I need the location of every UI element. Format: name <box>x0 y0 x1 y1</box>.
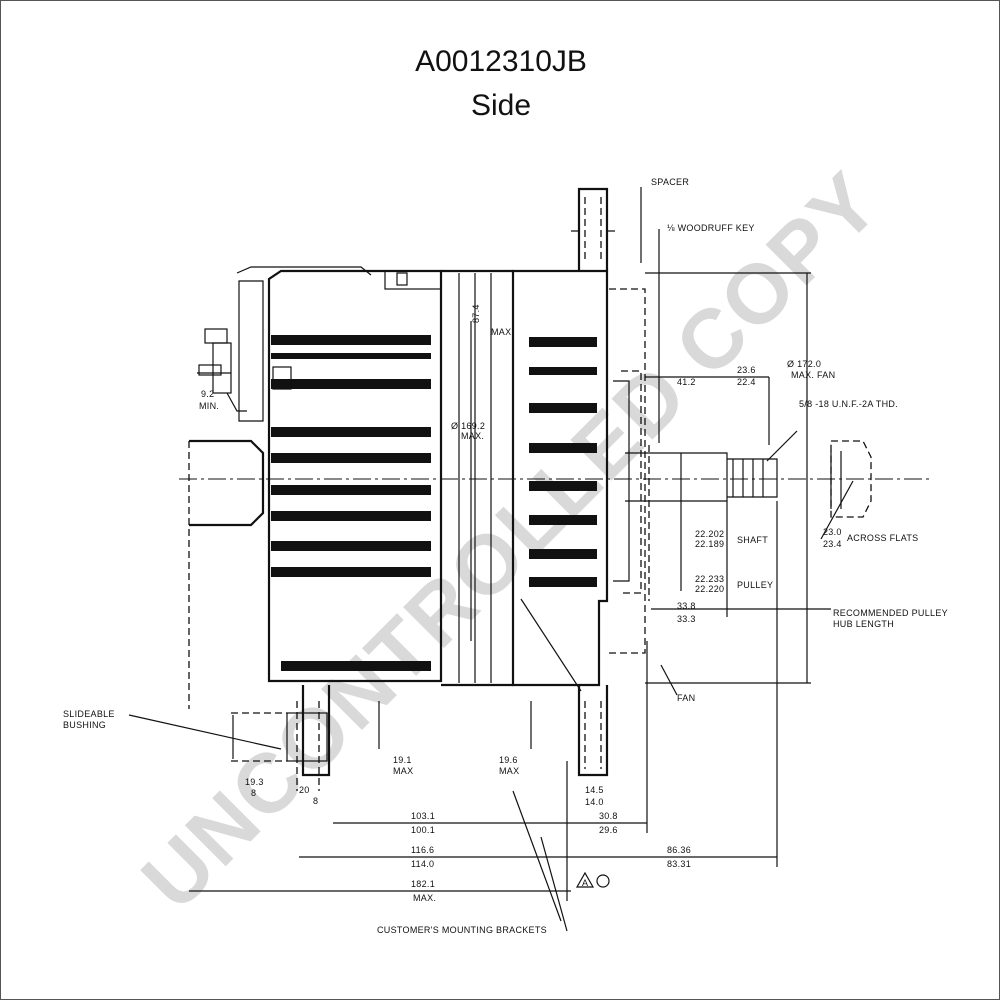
flats-high: 23.0 <box>823 527 842 537</box>
dim-19-1: 19.1 <box>393 755 412 765</box>
dim-182-1-max: MAX. <box>413 893 436 903</box>
bottom-mounting-ear <box>577 685 609 777</box>
dim-41-2: 41.2 <box>677 377 696 387</box>
dim-19-1-max: MAX <box>393 766 413 776</box>
shaft-word: SHAFT <box>737 535 768 545</box>
dim-103-1: 103.1 <box>411 811 435 821</box>
pulley-dia-high: 22.233 <box>695 574 724 584</box>
hub-length-high: 33.8 <box>677 601 696 611</box>
fan-diameter-label: Ø 172.0 <box>787 359 821 369</box>
fan-outline <box>609 288 646 654</box>
revision-letter: A <box>582 878 588 888</box>
dim-23-6: 23.6 <box>737 365 756 375</box>
rear-mounting-foot <box>231 685 331 791</box>
uncontrolled-copy-watermark: UNCONTROLLED COPY <box>124 154 898 928</box>
fan-diameter-max: MAX. FAN <box>791 370 835 380</box>
dim-83-31: 83.31 <box>667 859 691 869</box>
height-max-word: MAX <box>491 327 511 337</box>
dim-114-0: 114.0 <box>411 859 434 869</box>
top-mounting-ear <box>571 187 615 271</box>
mounting-brackets-label: CUSTOMER'S MOUNTING BRACKETS <box>377 925 547 935</box>
terminal-min-value: 9.2 <box>201 389 214 399</box>
dim-14-5: 14.5 <box>585 785 604 795</box>
terminal-min-word: MIN. <box>199 401 219 411</box>
dim-86-36: 86.36 <box>667 845 691 855</box>
dim-19-3: 19.3 <box>245 777 264 787</box>
dim-19-3-sub: 8 <box>251 788 256 798</box>
rear-cooling-fins <box>271 335 431 671</box>
woodruff-key-label: ⅛ WOODRUFF KEY <box>667 223 755 233</box>
dim-22-4: 22.4 <box>737 377 756 387</box>
hub-length-word-2: HUB LENGTH <box>833 619 894 629</box>
body-diameter-max: MAX. <box>461 431 484 441</box>
dim-14-0: 14.0 <box>585 797 604 807</box>
pulley-nut <box>830 440 872 518</box>
fan-label: FAN <box>677 693 695 703</box>
shaft <box>625 445 778 601</box>
rear-housing <box>236 266 443 683</box>
revision-mark: A <box>575 871 610 888</box>
dim-116-6: 116.6 <box>411 845 434 855</box>
height-87-label: 87.4 <box>471 304 481 323</box>
bushing-label-1: SLIDEABLE <box>63 709 115 719</box>
pulley-word: PULLEY <box>737 580 773 590</box>
dim-100-1: 100.1 <box>411 825 435 835</box>
hub-length-word-1: RECOMMENDED PULLEY <box>833 608 948 618</box>
dim-19-6: 19.6 <box>499 755 518 765</box>
thread-spec: 5/8 -18 U.N.F.-2A THD. <box>799 399 898 409</box>
shaft-dia-low: 22.189 <box>695 539 724 549</box>
shaft-dia-high: 22.202 <box>695 529 724 539</box>
rear-hub <box>188 439 265 709</box>
dim-29-6: 29.6 <box>599 825 618 835</box>
part-number-title: A0012310JB <box>415 45 587 78</box>
dimension-labels: SPACER ⅛ WOODRUFF KEY 87.4 MAX Ø 169.2 M… <box>63 177 948 935</box>
dim-182-1: 182.1 <box>411 879 435 889</box>
hub-length-low: 33.3 <box>677 614 696 624</box>
flats-word: ACROSS FLATS <box>847 533 918 543</box>
dim-20-sub: 8 <box>313 796 318 806</box>
spacer-label: SPACER <box>651 177 689 187</box>
dim-20: 20 <box>299 785 310 795</box>
dim-30-8: 30.8 <box>599 811 618 821</box>
flats-low: 23.4 <box>823 539 842 549</box>
stator-band <box>441 269 513 687</box>
terminal-stud <box>198 328 292 412</box>
dimension-lines <box>128 187 854 932</box>
body-diameter-label: Ø 169.2 <box>451 421 485 431</box>
view-subtitle: Side <box>470 89 532 122</box>
pulley-dia-low: 22.220 <box>695 584 724 594</box>
bushing-label-2: BUSHING <box>63 720 106 730</box>
dim-19-6-max: MAX <box>499 766 519 776</box>
